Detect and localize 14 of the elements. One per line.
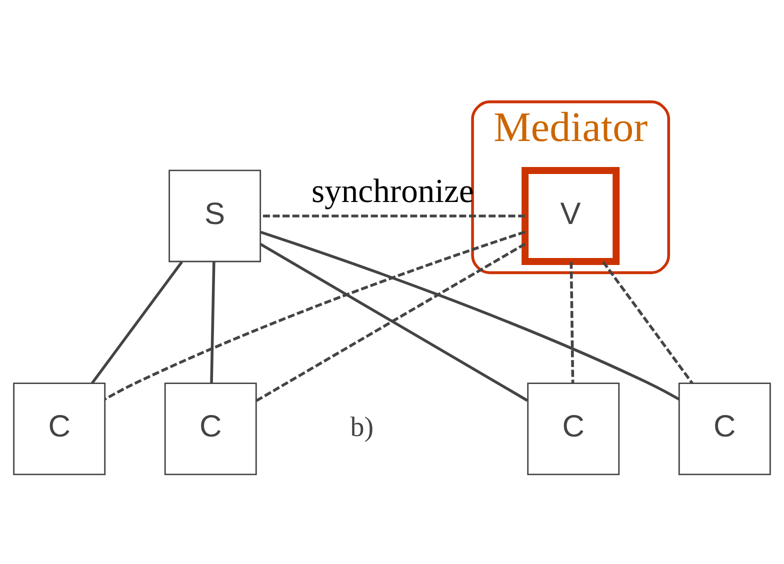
connector — [570, 261, 574, 383]
connector — [260, 230, 680, 400]
connector — [602, 260, 694, 384]
node-box: V — [522, 166, 620, 264]
node-box: C — [13, 382, 106, 475]
node-box: C — [164, 382, 257, 475]
connector — [210, 261, 216, 383]
connector — [90, 260, 183, 384]
connector — [104, 230, 526, 400]
connector — [260, 214, 525, 217]
node-box: S — [168, 169, 262, 262]
node-box: C — [527, 382, 620, 475]
label: b) — [350, 411, 374, 442]
node-box: C — [678, 382, 771, 475]
